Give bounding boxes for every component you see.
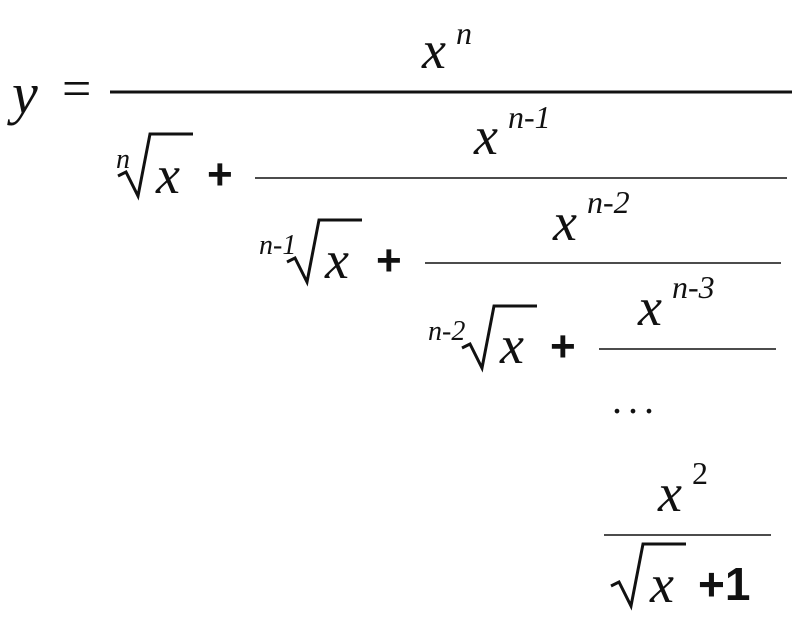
plus-1: +	[207, 150, 233, 199]
radical-sign-3	[461, 304, 537, 373]
numerator-3-exponent: n-2	[587, 184, 630, 220]
radicand-last: x	[649, 554, 674, 614]
numerator-4-base: x	[637, 277, 662, 337]
radical-sign-last	[610, 542, 686, 611]
radical-sign-2	[286, 218, 362, 287]
numerator-4-exponent: n-3	[672, 269, 715, 305]
numerator-last-exponent: 2	[692, 455, 708, 491]
lhs-variable: y	[7, 61, 38, 126]
radicand-1: x	[155, 145, 180, 205]
radical-sign-1	[117, 132, 193, 201]
plus-3: +	[550, 322, 576, 371]
root-index-1: n	[116, 144, 130, 175]
radicand-3: x	[499, 315, 524, 375]
numerator-1-base: x	[421, 20, 446, 80]
numerator-last-base: x	[657, 463, 682, 523]
equals-sign: =	[62, 61, 91, 118]
numerator-2-exponent: n-1	[508, 99, 551, 135]
plus-2: +	[376, 236, 402, 285]
radicand-2: x	[324, 230, 349, 290]
root-index-3: n-2	[428, 316, 465, 347]
numerator-1-exponent: n	[456, 15, 472, 51]
root-index-2: n-1	[259, 230, 296, 261]
plus-one-last: +1	[698, 558, 750, 610]
numerator-2-base: x	[473, 106, 498, 166]
ellipsis: ...	[612, 377, 660, 422]
numerator-3-base: x	[552, 192, 577, 252]
